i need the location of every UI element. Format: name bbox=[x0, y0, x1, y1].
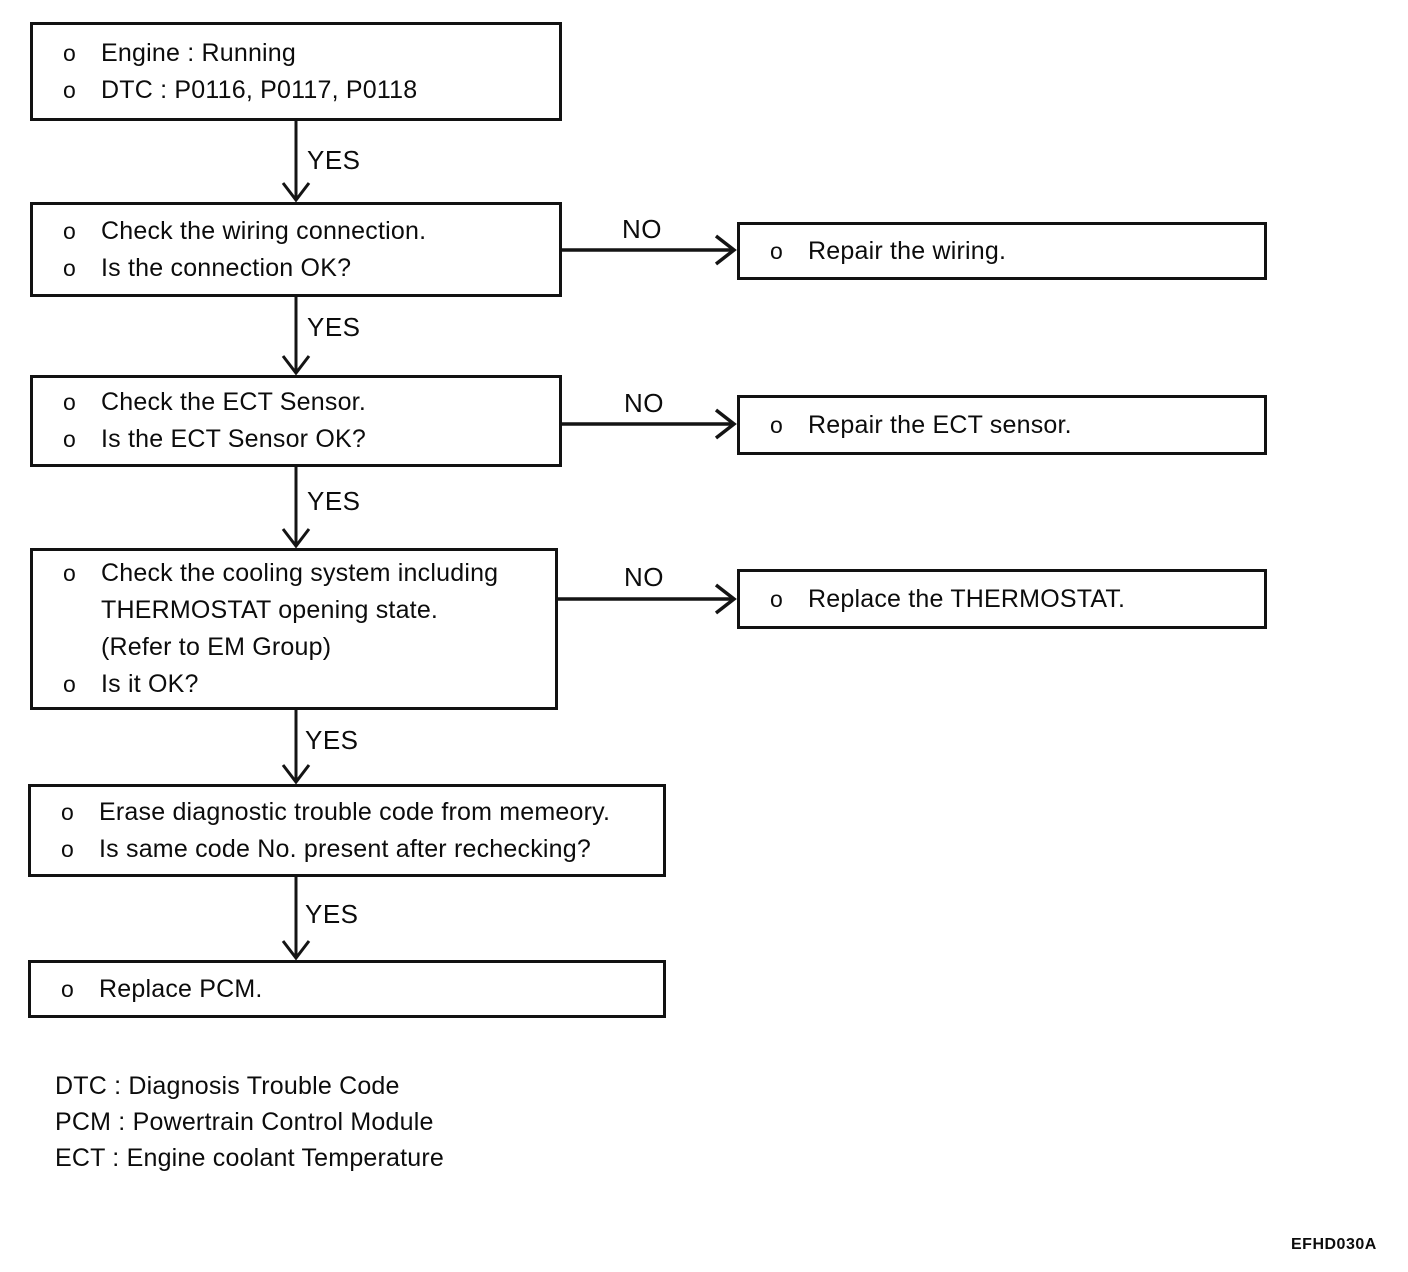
flow-item: o Is same code No. present after recheck… bbox=[61, 831, 655, 868]
flow-item-text: Check the cooling system including bbox=[101, 559, 499, 587]
flow-item-text: Is the connection OK? bbox=[101, 253, 352, 282]
flow-item: o DTC : P0116, P0117, P0118 bbox=[63, 72, 551, 109]
flow-item-text: Replace PCM. bbox=[99, 974, 263, 1003]
bullet: o bbox=[61, 835, 74, 862]
node-start-conditions: o Engine : Running o DTC : P0116, P0117,… bbox=[30, 22, 562, 121]
node-replace-pcm: o Replace PCM. bbox=[28, 960, 666, 1018]
figure-code: EFHD030A bbox=[1291, 1236, 1377, 1253]
arrowhead-right-1 bbox=[714, 234, 737, 266]
bullet: o bbox=[770, 585, 783, 612]
flow-item-text: Engine : Running bbox=[101, 38, 297, 67]
flow-item-text: Repair the wiring. bbox=[808, 236, 1007, 265]
bullet: o bbox=[770, 237, 783, 264]
flow-item: o Check the wiring connection. bbox=[63, 213, 551, 250]
node-check-cooling-system: o Check the cooling system including THE… bbox=[30, 548, 558, 710]
arrowhead-down-3 bbox=[281, 528, 311, 549]
flow-item: o Replace PCM. bbox=[61, 971, 655, 1008]
bullet: o bbox=[63, 389, 76, 415]
bullet: o bbox=[770, 411, 783, 438]
node-replace-thermostat: o Replace the THERMOSTAT. bbox=[737, 569, 1267, 629]
flow-item: o Check the ECT Sensor. bbox=[63, 384, 551, 421]
flow-item-text: Is it OK? bbox=[101, 670, 199, 698]
flow-item-text: DTC : P0116, P0117, P0118 bbox=[101, 75, 418, 104]
flow-item-text: Check the wiring connection. bbox=[101, 216, 427, 245]
bullet: o bbox=[63, 217, 76, 244]
abbreviation-legend: DTC : Diagnosis Trouble Code PCM : Power… bbox=[55, 1068, 444, 1176]
flow-item: o Repair the wiring. bbox=[770, 233, 1256, 270]
flow-item-text: Repair the ECT sensor. bbox=[808, 410, 1072, 439]
bullet: o bbox=[63, 254, 76, 281]
flow-item-text: Is same code No. present after recheckin… bbox=[99, 834, 591, 863]
yes-label-1: YES bbox=[307, 145, 361, 175]
flow-item-text: THERMOSTAT opening state. bbox=[101, 596, 439, 624]
bullet: o bbox=[63, 39, 76, 66]
flow-item-text: (Refer to EM Group) bbox=[101, 633, 332, 661]
legend-line-pcm: PCM : Powertrain Control Module bbox=[55, 1108, 434, 1136]
arrowhead-down-5 bbox=[281, 940, 311, 961]
bullet: o bbox=[63, 560, 76, 586]
flow-item: (Refer to EM Group) bbox=[63, 629, 547, 666]
flow-item: o Engine : Running bbox=[63, 35, 551, 72]
yes-label-5: YES bbox=[305, 899, 359, 929]
no-label-1: NO bbox=[622, 214, 662, 244]
node-check-wiring: o Check the wiring connection. o Is the … bbox=[30, 202, 562, 297]
flow-item: o Repair the ECT sensor. bbox=[770, 407, 1256, 444]
no-label-3: NO bbox=[624, 562, 664, 592]
node-check-ect-sensor: o Check the ECT Sensor. o Is the ECT Sen… bbox=[30, 375, 562, 467]
yes-label-2: YES bbox=[307, 312, 361, 342]
node-repair-ect-sensor: o Repair the ECT sensor. bbox=[737, 395, 1267, 455]
legend-line-dtc: DTC : Diagnosis Trouble Code bbox=[55, 1072, 400, 1100]
flow-item-text: Is the ECT Sensor OK? bbox=[101, 425, 366, 453]
arrowhead-down-1 bbox=[281, 182, 311, 203]
bullet: o bbox=[61, 975, 74, 1002]
arrowhead-right-3 bbox=[714, 583, 737, 615]
flow-item: o Check the cooling system including bbox=[63, 555, 547, 592]
node-erase-dtc: o Erase diagnostic trouble code from mem… bbox=[28, 784, 666, 877]
yes-label-3: YES bbox=[307, 486, 361, 516]
flow-item: THERMOSTAT opening state. bbox=[63, 592, 547, 629]
arrowhead-right-2 bbox=[714, 408, 737, 440]
flow-item-text: Erase diagnostic trouble code from memeo… bbox=[99, 797, 611, 826]
node-repair-wiring: o Repair the wiring. bbox=[737, 222, 1267, 280]
flow-item: o Is the connection OK? bbox=[63, 250, 551, 287]
bullet: o bbox=[63, 76, 76, 103]
bullet: o bbox=[63, 426, 76, 452]
flow-item: o Is it OK? bbox=[63, 666, 547, 703]
bullet: o bbox=[63, 671, 76, 697]
arrowhead-down-2 bbox=[281, 355, 311, 376]
legend-line-ect: ECT : Engine coolant Temperature bbox=[55, 1144, 445, 1172]
flow-item: o Is the ECT Sensor OK? bbox=[63, 421, 551, 458]
no-label-2: NO bbox=[624, 388, 664, 418]
flow-item: o Erase diagnostic trouble code from mem… bbox=[61, 794, 655, 831]
arrowhead-down-4 bbox=[281, 764, 311, 785]
flow-item: o Replace the THERMOSTAT. bbox=[770, 581, 1256, 618]
flow-item-text: Replace the THERMOSTAT. bbox=[808, 584, 1126, 613]
bullet: o bbox=[61, 798, 74, 825]
yes-label-4: YES bbox=[305, 725, 359, 755]
flow-item-text: Check the ECT Sensor. bbox=[101, 388, 366, 416]
